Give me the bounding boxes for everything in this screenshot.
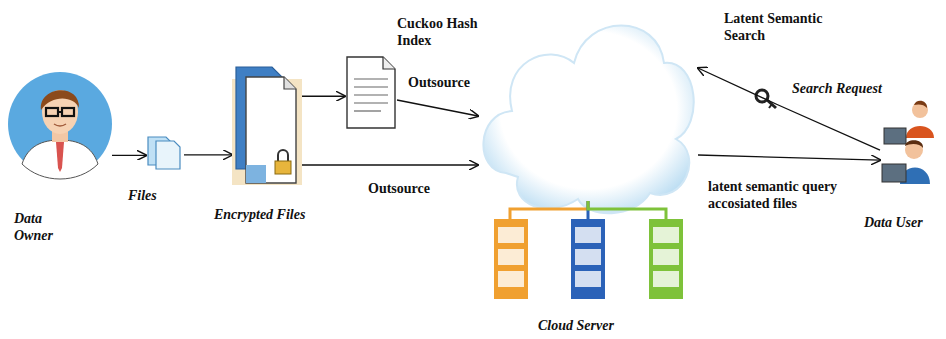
edge-label: Search Request [790,80,904,97]
server-rack [649,219,683,299]
diagram-node: Cuckoo Hash Index [345,55,397,130]
arrow-connector [302,164,478,165]
files-icon [146,135,184,171]
arrow-connector [184,154,232,155]
node-label: Cuckoo Hash Index [397,15,481,49]
arrow-connector [397,100,478,116]
arrow-connector [302,96,345,97]
edge-label: Outsource [406,74,490,91]
diagram-node: Data Owner [8,68,112,180]
node-label: Data User [864,214,942,231]
diagram-node: Cloud Server [478,5,698,305]
arrow-connector [698,155,880,160]
edge-label: Outsource [366,180,450,197]
encrypted-files-icon [232,65,302,190]
diagram-node: Encrypted Files [232,65,302,190]
node-label: Encrypted Files [214,206,334,223]
users-icon [880,98,942,188]
diagram-node: Data User [880,98,942,188]
edge-label: latent semantic query accosiated files [706,178,840,212]
diagram-node: Files [146,135,184,171]
node-label: Files [128,187,188,204]
annotation-label: Latent Semantic Search [722,10,846,44]
server-rack [571,219,605,299]
node-label: Cloud Server [538,317,648,334]
index-document-icon [345,55,397,130]
node-label: Data Owner [14,210,78,244]
cloud-server-icon [478,5,698,305]
person-icon [8,68,112,180]
arrow-connector [112,155,146,156]
server-rack [494,219,528,299]
